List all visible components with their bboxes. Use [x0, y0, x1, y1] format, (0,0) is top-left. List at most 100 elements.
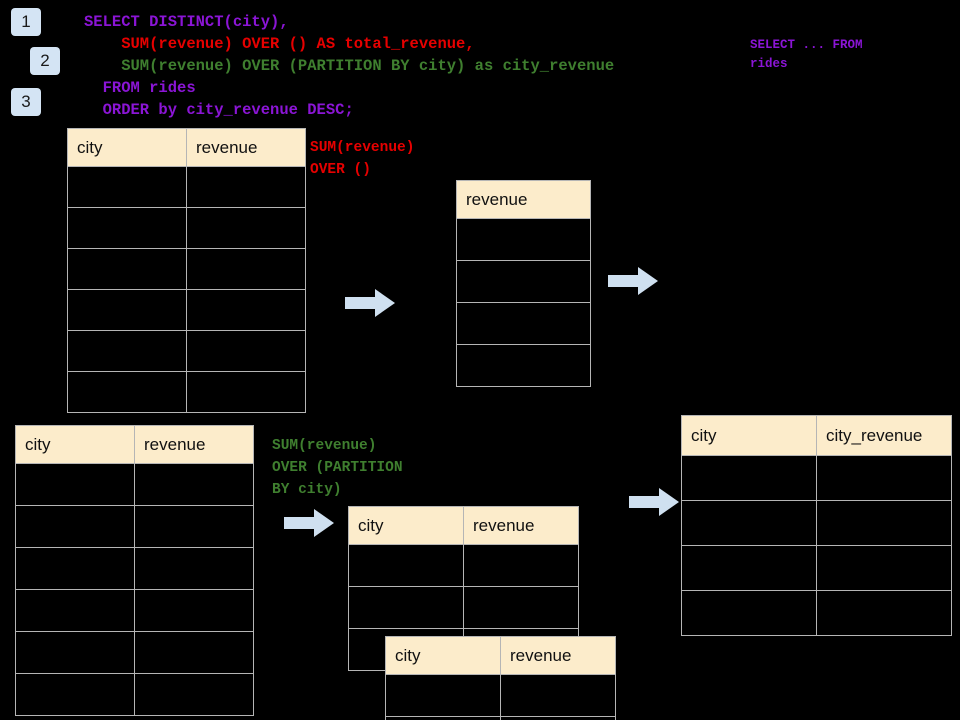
table-row [681, 455, 952, 501]
column-header-city-revenue: city_revenue [816, 415, 952, 456]
cell [186, 248, 306, 290]
cell [456, 344, 591, 387]
cell [456, 260, 591, 303]
cell [681, 500, 817, 546]
table-row [456, 344, 591, 387]
cell [134, 673, 254, 716]
column-header-city: city [15, 425, 135, 464]
table-rides-source-bottom: city revenue [15, 425, 254, 716]
cell [816, 500, 952, 546]
column-header-revenue: revenue [456, 180, 591, 219]
step-badge-3: 3 [11, 88, 41, 116]
column-header-city: city [67, 128, 187, 167]
sql-line-sum-over-partition: SUM(revenue) OVER (PARTITION BY city) as… [84, 57, 615, 75]
sql-line-from: FROM rides [84, 79, 196, 97]
cell [67, 166, 187, 208]
table-row [67, 371, 306, 413]
sql-line-sum-over-empty: SUM(revenue) OVER () AS total_revenue, [84, 35, 475, 53]
table-row [15, 547, 254, 590]
cell [500, 674, 616, 717]
cell [134, 547, 254, 590]
column-header-city: city [348, 506, 464, 545]
cell [816, 545, 952, 591]
table-row [15, 631, 254, 674]
annotation-over-empty: SUM(revenue) OVER () [310, 140, 415, 178]
arrow-partition-to-final [629, 488, 679, 516]
table-total-revenue: revenue [456, 180, 591, 387]
table-row [456, 218, 591, 261]
cell [134, 463, 254, 506]
cell [816, 455, 952, 501]
cell [500, 716, 616, 720]
cell [456, 218, 591, 261]
table-row [456, 302, 591, 345]
cell [186, 166, 306, 208]
column-header-city: city [385, 636, 501, 675]
cell [67, 207, 187, 249]
arrow-source-to-partition [284, 509, 334, 537]
cell [348, 544, 464, 587]
cell [67, 330, 187, 372]
cell [67, 248, 187, 290]
table-header-row: city city_revenue [681, 415, 952, 456]
cell [681, 545, 817, 591]
cell [463, 544, 579, 587]
cell [15, 547, 135, 590]
cell [134, 505, 254, 548]
table-row [348, 586, 579, 629]
table-header-row: city revenue [15, 425, 254, 464]
table-row [385, 674, 616, 717]
column-header-city: city [681, 415, 817, 456]
cell [816, 590, 952, 636]
table-header-row: city revenue [385, 636, 616, 675]
table-partition-group-front: city revenue [385, 636, 616, 720]
cell [456, 302, 591, 345]
cell [134, 589, 254, 632]
cell [15, 673, 135, 716]
table-row [15, 673, 254, 716]
cell [67, 289, 187, 331]
column-header-revenue: revenue [186, 128, 306, 167]
cell [15, 463, 135, 506]
table-row [348, 544, 579, 587]
table-row [67, 330, 306, 372]
table-row [67, 166, 306, 208]
cell [186, 207, 306, 249]
arrow-source-to-total [345, 289, 395, 317]
cell [186, 371, 306, 413]
cell [67, 371, 187, 413]
cell [348, 586, 464, 629]
cell [134, 631, 254, 674]
cell [681, 455, 817, 501]
column-header-revenue: revenue [463, 506, 579, 545]
table-row [681, 590, 952, 636]
cell [15, 505, 135, 548]
table-row [15, 589, 254, 632]
table-row [681, 500, 952, 546]
arrow-total-to-final [608, 267, 658, 295]
column-header-revenue: revenue [500, 636, 616, 675]
table-header-row: city revenue [67, 128, 306, 167]
column-header-revenue: revenue [134, 425, 254, 464]
table-row [67, 289, 306, 331]
table-header-row: revenue [456, 180, 591, 219]
table-city-revenue-result: city city_revenue [681, 415, 952, 636]
cell [681, 590, 817, 636]
table-row [67, 207, 306, 249]
table-row [456, 260, 591, 303]
cell [15, 631, 135, 674]
table-rides-source-top: city revenue [67, 128, 306, 413]
cell [186, 289, 306, 331]
side-note-select-from-rides: SELECT ... FROM rides [750, 38, 863, 71]
step-badge-1: 1 [11, 8, 41, 36]
cell [385, 674, 501, 717]
cell [463, 586, 579, 629]
sql-line-select-distinct: SELECT DISTINCT(city), [84, 13, 289, 31]
table-row [15, 505, 254, 548]
annotation-over-partition: SUM(revenue) OVER (PARTITION BY city) [272, 438, 403, 498]
table-row [681, 545, 952, 591]
cell [186, 330, 306, 372]
cell [385, 716, 501, 720]
sql-line-order-by: ORDER by city_revenue DESC; [84, 101, 354, 119]
